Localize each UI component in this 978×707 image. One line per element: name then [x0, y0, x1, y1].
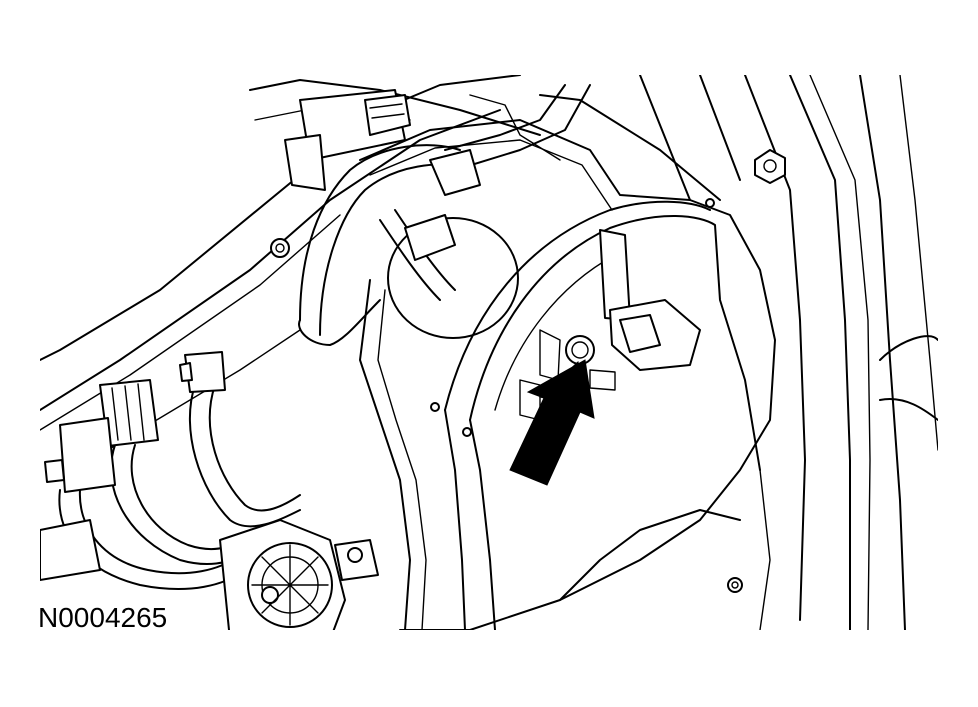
speaker-opening [387, 217, 519, 339]
upper-harness [298, 84, 591, 346]
latch-component [519, 229, 701, 421]
access-window [444, 200, 761, 630]
figure-id-label: N0004265 [38, 602, 168, 633]
electrical-connectors [44, 351, 226, 493]
window-motor [40, 519, 379, 630]
upper-connector [284, 89, 411, 191]
fastener-bolts [270, 149, 786, 437]
callout-arrow [509, 359, 595, 486]
